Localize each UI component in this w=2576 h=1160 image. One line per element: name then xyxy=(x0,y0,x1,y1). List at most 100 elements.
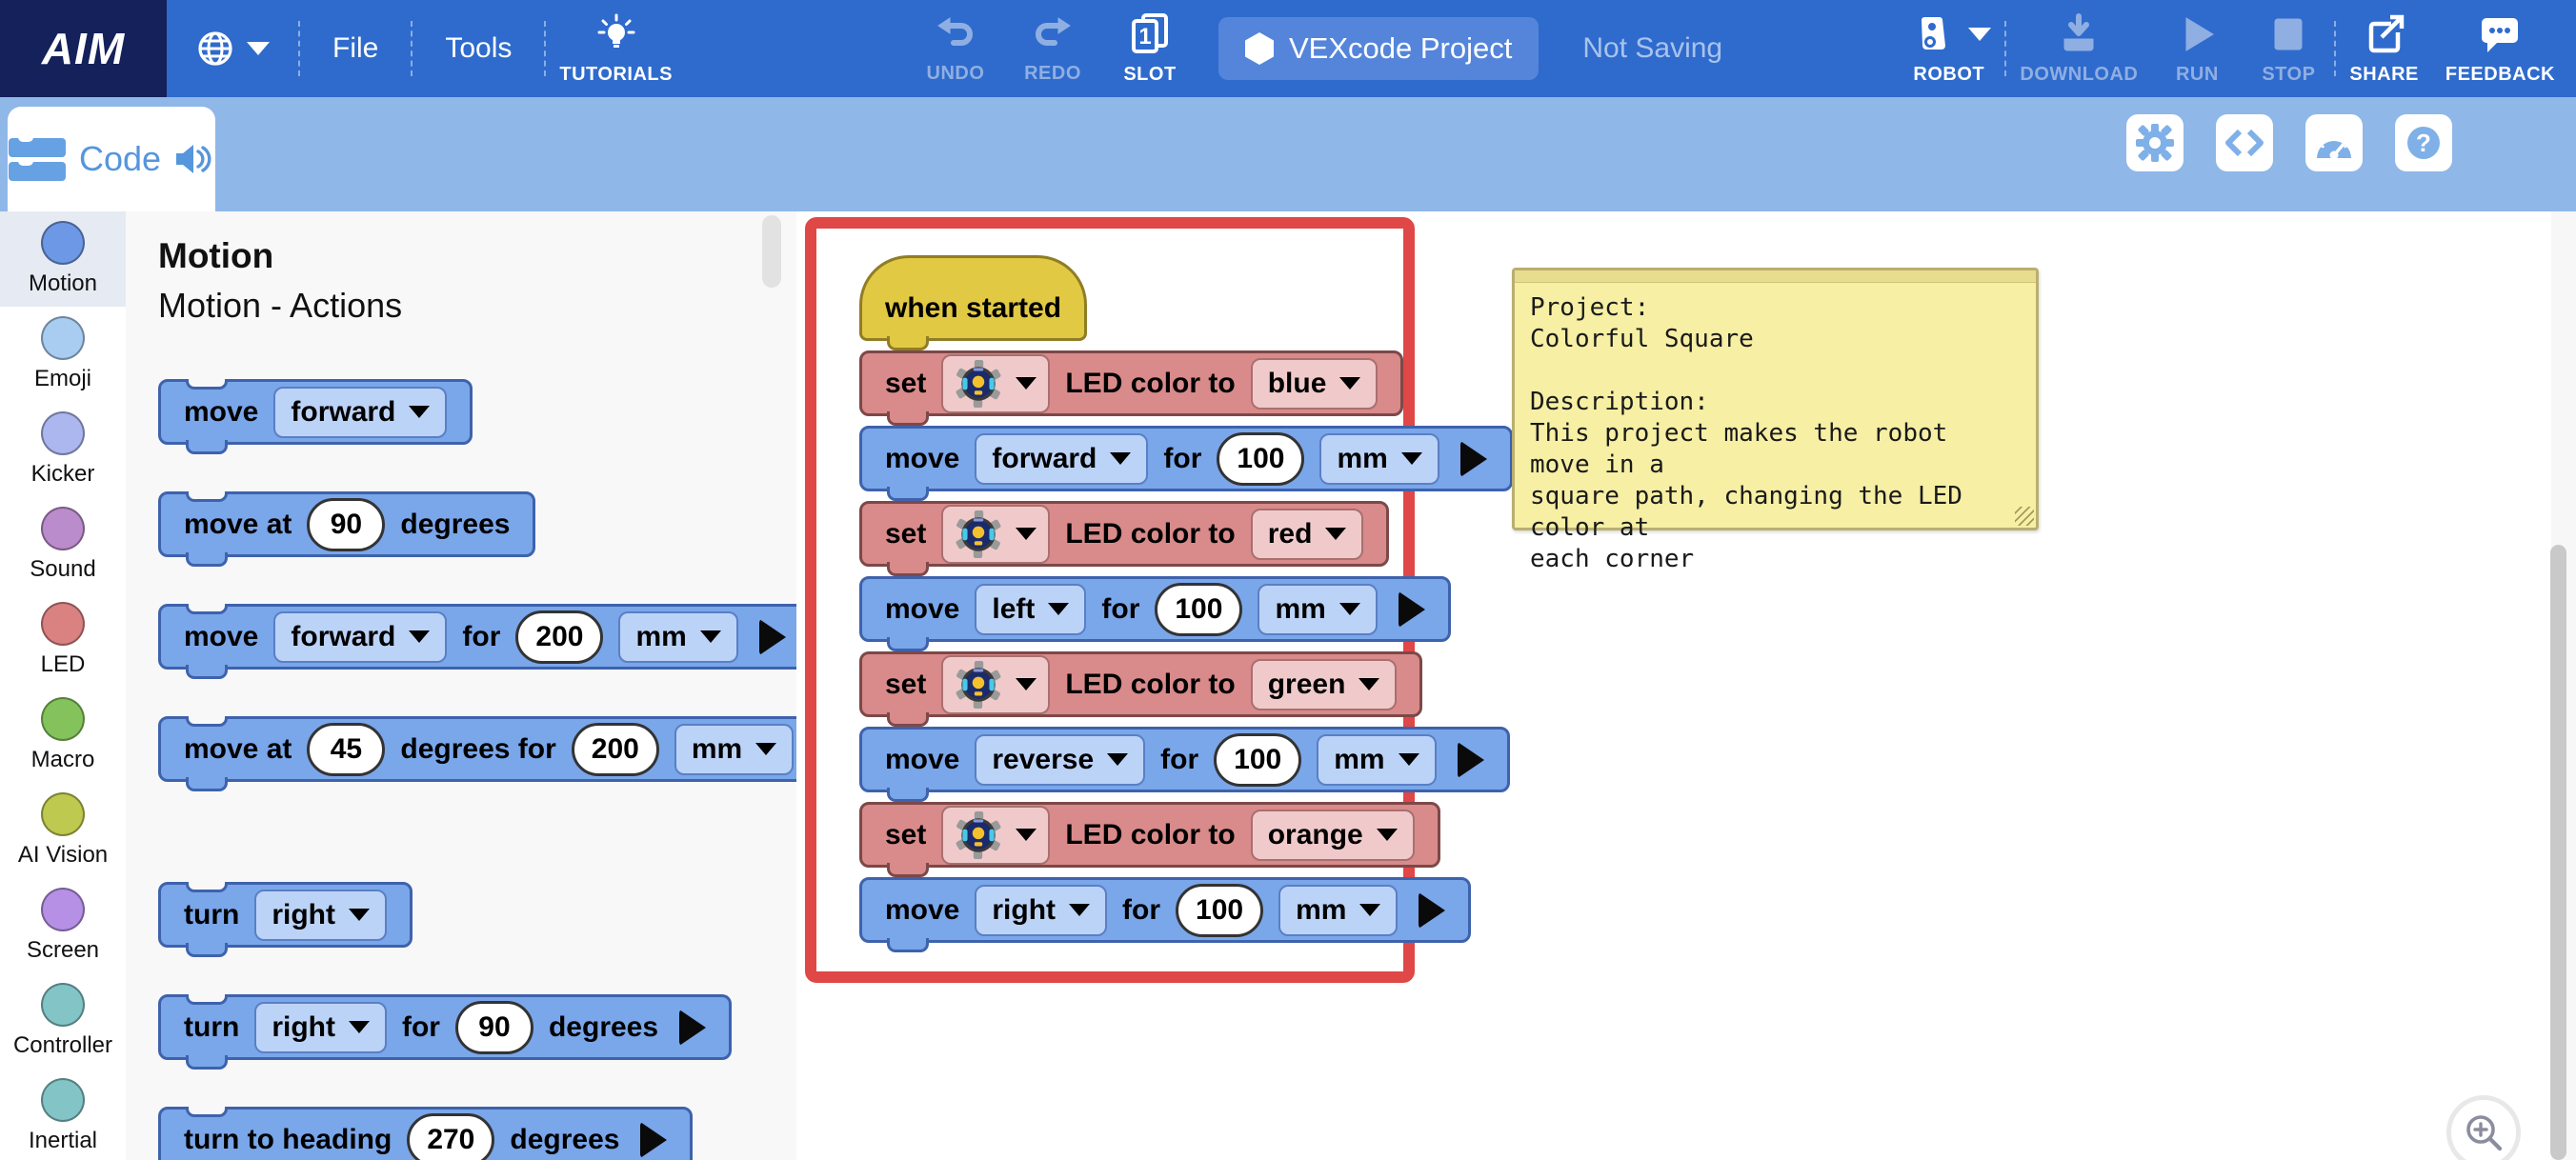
block-number-input[interactable]: 100 xyxy=(1155,582,1243,636)
download-button[interactable]: DOWNLOAD xyxy=(2006,0,2151,97)
zoom-in-button[interactable] xyxy=(2446,1095,2521,1160)
settings-button[interactable] xyxy=(2126,114,2184,171)
block-dropdown[interactable]: right xyxy=(975,884,1108,936)
sticky-note-header[interactable] xyxy=(1515,270,2036,283)
robot-top-view-icon xyxy=(955,510,1002,558)
navbar-center-group: UNDO REDO 1 SLOT VEXcode Project xyxy=(910,0,1722,97)
sticky-note[interactable]: Project: Colorful Square Description: Th… xyxy=(1512,268,2039,573)
sidebar-item-controller[interactable]: Controller xyxy=(0,973,126,1069)
share-button[interactable]: SHARE xyxy=(2336,0,2432,97)
sidebar-item-inertial[interactable]: Inertial xyxy=(0,1069,126,1160)
project-name-button[interactable]: VEXcode Project xyxy=(1218,17,1540,80)
dropdown-value: orange xyxy=(1267,818,1363,850)
slot-button[interactable]: 1 SLOT xyxy=(1104,0,1196,97)
block-dropdown[interactable]: mm xyxy=(1278,884,1399,936)
block-dropdown[interactable]: blue xyxy=(1250,357,1379,410)
sidebar-item-screen[interactable]: Screen xyxy=(0,878,126,973)
expand-arrow-icon[interactable] xyxy=(758,618,786,655)
sidebar-item-motion[interactable]: Motion xyxy=(0,211,126,307)
menu-tools[interactable]: Tools xyxy=(445,32,513,64)
palette-scrollbar-thumb[interactable] xyxy=(762,215,781,288)
robot-device-dropdown[interactable] xyxy=(941,353,1051,413)
sidebar-item-emoji[interactable]: Emoji xyxy=(0,307,126,402)
when-started-hat-block[interactable]: when started xyxy=(859,255,1088,350)
expand-arrow-icon[interactable] xyxy=(1398,590,1425,628)
block-number-input[interactable]: 200 xyxy=(571,722,659,776)
block-dropdown[interactable]: mm xyxy=(618,610,738,663)
block-dropdown[interactable]: mm xyxy=(674,723,795,775)
robot-device-dropdown[interactable] xyxy=(941,654,1051,714)
sticky-note-text[interactable]: Project: Colorful Square Description: Th… xyxy=(1530,293,1962,573)
block-number-input[interactable]: 270 xyxy=(407,1112,495,1160)
tutorials-button[interactable]: TUTORIALS xyxy=(546,0,686,97)
block-number-input[interactable]: 45 xyxy=(307,722,386,776)
block-number-input[interactable]: 100 xyxy=(1176,883,1264,937)
block-dropdown[interactable]: forward xyxy=(273,386,448,438)
block-dropdown[interactable]: red xyxy=(1250,508,1364,560)
block-dropdown[interactable]: forward xyxy=(273,610,448,663)
sidebar-item-kicker[interactable]: Kicker xyxy=(0,402,126,497)
stop-button[interactable]: STOP xyxy=(2243,0,2334,97)
undo-button[interactable]: UNDO xyxy=(910,0,1001,97)
workspace-scrollbar-track[interactable] xyxy=(2550,211,2576,1160)
block-dropdown[interactable]: green xyxy=(1250,658,1398,710)
block-bump xyxy=(186,440,228,454)
redo-button[interactable]: REDO xyxy=(1007,0,1098,97)
expand-arrow-icon[interactable] xyxy=(1419,891,1446,929)
sidebar-item-ai-vision[interactable]: AI Vision xyxy=(0,783,126,878)
sidebar-item-macro[interactable]: Macro xyxy=(0,688,126,783)
feedback-button[interactable]: FEEDBACK xyxy=(2432,0,2568,97)
run-button[interactable]: RUN xyxy=(2151,0,2243,97)
stop-icon xyxy=(2274,18,2303,50)
code-tab[interactable]: Code xyxy=(8,107,215,211)
sidebar-item-sound[interactable]: Sound xyxy=(0,497,126,592)
expand-arrow-icon[interactable] xyxy=(1457,741,1484,778)
block-dropdown[interactable]: mm xyxy=(1258,583,1378,635)
block-number-input[interactable]: 90 xyxy=(307,497,386,551)
menu-file[interactable]: File xyxy=(332,32,379,64)
block-number-input[interactable]: 100 xyxy=(1214,732,1302,787)
block-dropdown[interactable]: forward xyxy=(975,432,1149,485)
block-dropdown[interactable]: left xyxy=(975,583,1087,635)
block-number-input[interactable]: 200 xyxy=(515,610,604,664)
globe-icon xyxy=(198,31,232,66)
block-number-input[interactable]: 100 xyxy=(1217,431,1305,486)
block-dropdown[interactable]: mm xyxy=(1319,432,1439,485)
sidebar-item-led[interactable]: LED xyxy=(0,592,126,688)
code-view-button[interactable] xyxy=(2216,114,2273,171)
block-dropdown[interactable]: mm xyxy=(1317,733,1437,786)
robot-device-dropdown[interactable] xyxy=(941,504,1051,564)
expand-arrow-icon[interactable] xyxy=(679,1009,707,1046)
robot-device-dropdown[interactable] xyxy=(941,805,1051,865)
category-label: Sound xyxy=(30,556,96,582)
note-resize-handle[interactable] xyxy=(2015,507,2034,526)
robot-menu-button[interactable]: ROBOT xyxy=(1900,0,2004,97)
expand-arrow-icon[interactable] xyxy=(1459,440,1487,477)
gauge-button[interactable] xyxy=(2305,114,2363,171)
block-dropdown[interactable]: right xyxy=(254,889,387,941)
expand-arrow-icon[interactable] xyxy=(640,1121,668,1158)
block-dropdown[interactable]: orange xyxy=(1250,809,1415,861)
workspace-scrollbar-thumb[interactable] xyxy=(2550,545,2566,1160)
block-number-input[interactable]: 90 xyxy=(454,1000,533,1054)
block-dropdown[interactable]: right xyxy=(254,1001,387,1053)
help-button[interactable]: ? xyxy=(2395,114,2452,171)
language-menu[interactable] xyxy=(167,29,298,69)
block-dropdown[interactable]: reverse xyxy=(975,733,1146,786)
